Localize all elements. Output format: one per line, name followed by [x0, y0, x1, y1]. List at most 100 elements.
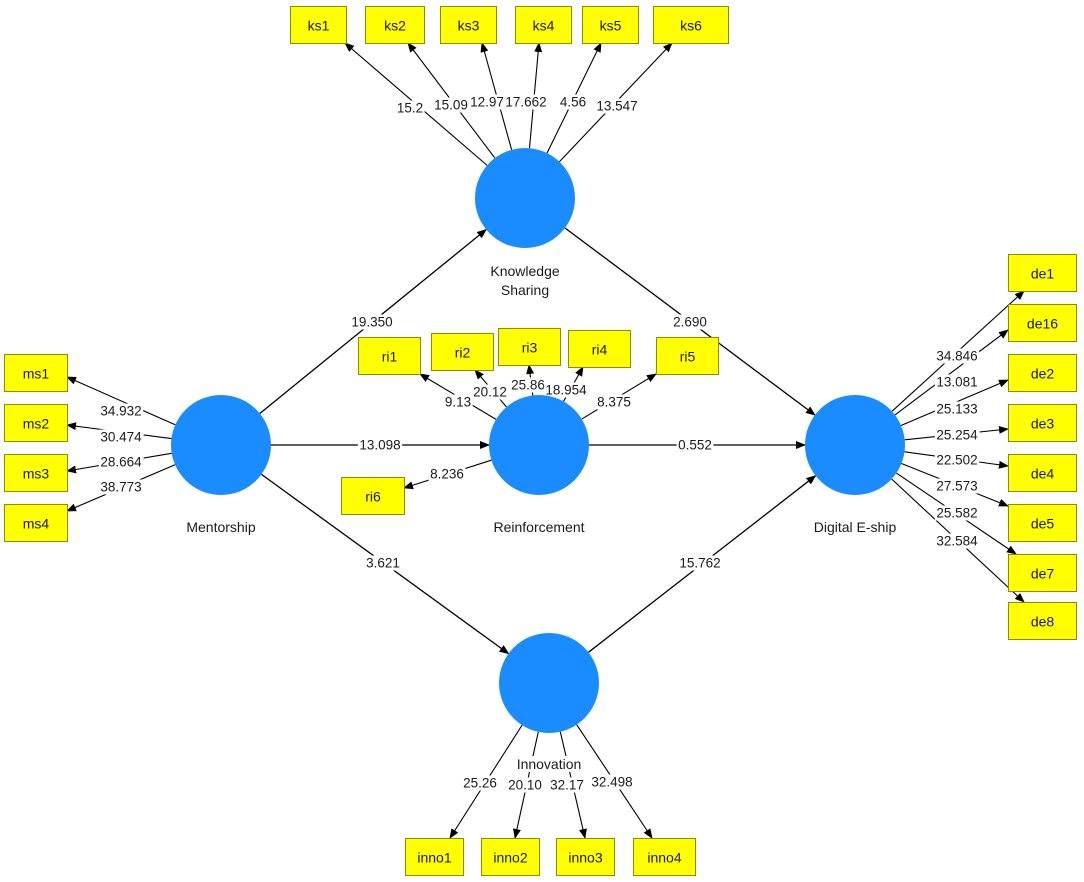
indicator-label: ri1 — [382, 349, 398, 365]
indicator-box[interactable] — [365, 6, 425, 44]
construct-circle[interactable] — [475, 148, 575, 248]
loading-value-ri2-bg — [471, 384, 509, 400]
indicator-box[interactable] — [1008, 354, 1077, 392]
indicator-label: ri2 — [455, 345, 471, 361]
indicator-ri6[interactable]: ri6 — [341, 477, 405, 515]
loading-value-ks6: 13.547 — [596, 99, 637, 114]
indicator-box[interactable] — [1008, 554, 1077, 592]
indicator-box[interactable] — [1008, 602, 1077, 640]
indicator-box[interactable] — [431, 333, 494, 371]
indicator-ks2[interactable]: ks2 — [365, 6, 425, 44]
indicator-ks6[interactable]: ks6 — [653, 6, 729, 44]
indicator-de5[interactable]: de5 — [1008, 504, 1077, 542]
indicator-box[interactable] — [515, 6, 572, 44]
indicator-box[interactable] — [1008, 304, 1077, 342]
indicator-box[interactable] — [481, 838, 540, 876]
indicator-de4[interactable]: de4 — [1008, 454, 1077, 492]
loading-value-inno2: 20.10 — [508, 778, 542, 793]
indicator-ks4[interactable]: ks4 — [515, 6, 572, 44]
construct-reinforcement[interactable]: Reinforcement — [489, 395, 589, 535]
indicator-ri1[interactable]: ri1 — [358, 337, 421, 375]
indicator-ms1[interactable]: ms1 — [4, 354, 68, 392]
loading-value-ms4-bg — [98, 479, 144, 495]
indicator-ri4[interactable]: ri4 — [568, 330, 631, 368]
indicator-box[interactable] — [633, 838, 696, 876]
indicator-ri2[interactable]: ri2 — [431, 333, 494, 371]
indicator-inno1[interactable]: inno1 — [405, 838, 464, 876]
loading-value-de3: 25.254 — [936, 428, 978, 443]
indicator-box[interactable] — [1008, 254, 1077, 292]
indicator-box[interactable] — [290, 6, 347, 44]
indicator-de7[interactable]: de7 — [1008, 554, 1077, 592]
loading-value-de2-bg — [934, 401, 980, 417]
indicator-box[interactable] — [440, 6, 497, 44]
indicator-ks5[interactable]: ks5 — [582, 6, 639, 44]
indicator-label: ri6 — [365, 489, 381, 505]
construct-circle[interactable] — [489, 395, 589, 495]
indicator-ks1[interactable]: ks1 — [290, 6, 347, 44]
indicator-box[interactable] — [653, 6, 729, 44]
loading-value-inno1: 25.26 — [463, 776, 497, 791]
indicator-box[interactable] — [358, 337, 421, 375]
indicator-box[interactable] — [582, 6, 639, 44]
construct-circle[interactable] — [805, 395, 905, 495]
indicator-ri5[interactable]: ri5 — [656, 337, 719, 375]
nodes-layer: ks1 ks2 ks3 ks4 ks5 ks6 ms1 ms2 ms3 ms4 ri1 ri2 ri3 r… — [4, 6, 1077, 876]
indicator-box[interactable] — [4, 504, 68, 542]
loading-arrow-ms1[interactable] — [66, 376, 176, 426]
loading-value-inno4: 32.498 — [591, 775, 632, 790]
construct-label-reinforcement-bg — [491, 519, 587, 535]
indicator-ms4[interactable]: ms4 — [4, 504, 68, 542]
loading-value-de3-bg — [934, 427, 980, 443]
indicator-box[interactable] — [1008, 454, 1077, 492]
path-coefficient-mentorship-innovation-bg — [364, 555, 402, 571]
indicator-label: ri4 — [592, 342, 608, 358]
indicator-box[interactable] — [556, 838, 615, 876]
indicator-label: ri3 — [522, 340, 538, 356]
indicator-box[interactable] — [1008, 504, 1077, 542]
indicator-inno3[interactable]: inno3 — [556, 838, 615, 876]
construct-label-knowledge-2: Sharing — [501, 282, 549, 298]
indicator-box[interactable] — [4, 404, 68, 442]
construct-mentorship[interactable]: Mentorship — [171, 395, 271, 535]
path-coefficient-knowledge-digital: 2.690 — [673, 315, 707, 330]
path-coefficient-mentorship-knowledge: 19.350 — [351, 315, 392, 330]
indicator-box[interactable] — [568, 330, 631, 368]
indicator-box[interactable] — [4, 454, 68, 492]
construct-circle[interactable] — [499, 633, 599, 733]
indicator-box[interactable] — [341, 477, 405, 515]
construct-innovation[interactable]: Innovation — [499, 633, 599, 772]
indicator-box[interactable] — [405, 838, 464, 876]
indicator-ms3[interactable]: ms3 — [4, 454, 68, 492]
loading-value-ri1-bg — [443, 394, 473, 410]
construct-digital[interactable]: Digital E-ship — [805, 395, 905, 535]
indicator-de8[interactable]: de8 — [1008, 602, 1077, 640]
loading-value-ks5: 4.56 — [560, 95, 586, 110]
path-coefficient-reinforcement-digital: 0.552 — [678, 438, 712, 453]
loading-value-de8: 32.584 — [936, 534, 978, 549]
indicator-ms2[interactable]: ms2 — [4, 404, 68, 442]
indicator-label: ks1 — [308, 18, 330, 34]
indicator-label: de1 — [1031, 266, 1055, 282]
loading-arrow-de16[interactable] — [894, 329, 1009, 416]
indicator-label: ri5 — [680, 349, 696, 365]
indicator-inno2[interactable]: inno2 — [481, 838, 540, 876]
indicator-ks3[interactable]: ks3 — [440, 6, 497, 44]
indicator-box[interactable] — [1008, 404, 1077, 442]
indicator-label: ks3 — [458, 18, 480, 34]
loading-value-de4: 22.502 — [936, 453, 977, 468]
indicator-box[interactable] — [498, 328, 561, 366]
construct-label-mentorship-bg — [184, 519, 258, 535]
indicator-box[interactable] — [656, 337, 719, 375]
indicator-de16[interactable]: de16 — [1008, 304, 1077, 342]
indicator-ri3[interactable]: ri3 — [498, 328, 561, 366]
indicator-box[interactable] — [4, 354, 68, 392]
indicator-inno4[interactable]: inno4 — [633, 838, 696, 876]
construct-circle[interactable] — [171, 395, 271, 495]
indicator-de1[interactable]: de1 — [1008, 254, 1077, 292]
indicator-de2[interactable]: de2 — [1008, 354, 1077, 392]
indicator-de3[interactable]: de3 — [1008, 404, 1077, 442]
construct-label-mentorship: Mentorship — [186, 519, 255, 535]
